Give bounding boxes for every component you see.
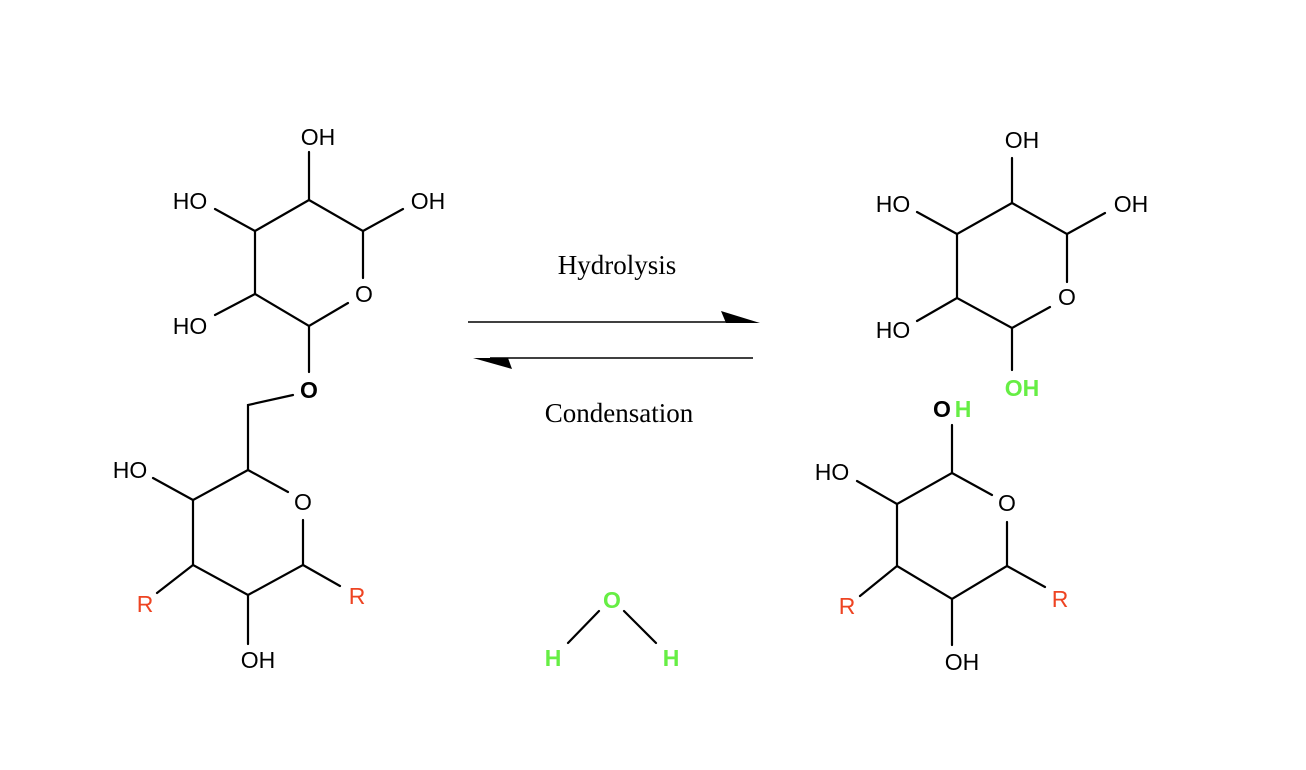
product-bottom-monosaccharide: O H HO O R R OH bbox=[815, 396, 1069, 675]
reactant-disaccharide: OH HO OH O HO O HO O R R OH bbox=[113, 124, 446, 673]
oh-label: OH bbox=[1005, 127, 1040, 153]
new-hydrogen-label: H bbox=[955, 396, 972, 422]
ho-label: HO bbox=[815, 459, 850, 485]
oh-label: OH bbox=[411, 188, 446, 214]
water-oxygen-label: O bbox=[603, 587, 621, 613]
new-hydroxyl-label: OH bbox=[1005, 375, 1040, 401]
r-group-label: R bbox=[1052, 586, 1069, 612]
r-group-label: R bbox=[839, 593, 856, 619]
oh-label: OH bbox=[301, 124, 336, 150]
glycosidic-oxygen-label: O bbox=[300, 377, 318, 403]
ho-label: HO bbox=[113, 457, 148, 483]
condensation-label: Condensation bbox=[545, 398, 694, 428]
equilibrium-arrows: Hydrolysis Condensation bbox=[468, 250, 760, 428]
product-top-monosaccharide: OH HO OH O HO OH bbox=[876, 127, 1149, 401]
water-hydrogen-label: H bbox=[663, 645, 680, 671]
oh-label: OH bbox=[1114, 191, 1149, 217]
ring-oxygen-label: O bbox=[355, 281, 373, 307]
oh-label: OH bbox=[945, 649, 980, 675]
water-molecule: O H H bbox=[545, 587, 680, 671]
water-hydrogen-label: H bbox=[545, 645, 562, 671]
ring-oxygen-label: O bbox=[294, 489, 312, 515]
r-group-label: R bbox=[137, 591, 154, 617]
hydroxyl-oxygen-label: O bbox=[933, 396, 951, 422]
ho-label: HO bbox=[173, 188, 208, 214]
reactant-bonds bbox=[151, 150, 405, 646]
ho-label: HO bbox=[173, 313, 208, 339]
ho-label: HO bbox=[876, 317, 911, 343]
ring-oxygen-label: O bbox=[1058, 284, 1076, 310]
ho-label: HO bbox=[876, 191, 911, 217]
hydrolysis-label: Hydrolysis bbox=[558, 250, 677, 280]
reverse-arrow bbox=[473, 357, 753, 369]
oh-label: OH bbox=[241, 647, 276, 673]
ring-oxygen-label: O bbox=[998, 490, 1016, 516]
r-group-label: R bbox=[349, 583, 366, 609]
forward-arrow bbox=[468, 311, 760, 323]
